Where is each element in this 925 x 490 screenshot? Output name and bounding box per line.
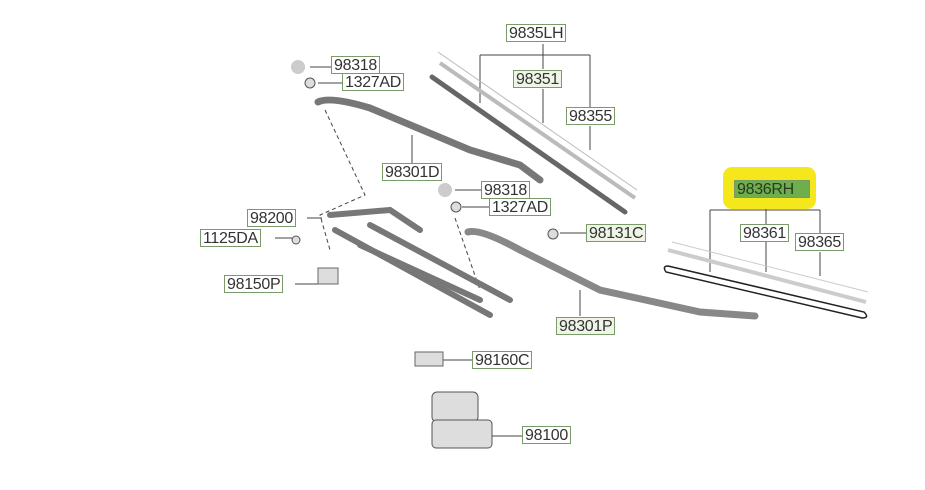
bracket-icon (317, 267, 339, 285)
part-label-98301d[interactable]: 98301D (382, 163, 443, 181)
linkage-assembly (327, 206, 513, 318)
part-label-98318-mid[interactable]: 98318 (481, 181, 530, 199)
part-label-98301p[interactable]: 98301P (556, 317, 616, 335)
nut-icon (450, 201, 462, 213)
leader-lines (275, 66, 586, 437)
leader-9835lh (479, 44, 591, 150)
part-label-98131c[interactable]: 98131C (586, 224, 647, 242)
part-label-1125da[interactable]: 1125DA (200, 229, 261, 247)
part-label-98351[interactable]: 98351 (513, 70, 562, 88)
part-label-98355[interactable]: 98355 (566, 107, 615, 125)
assembly-guide (319, 109, 481, 291)
part-label-98365[interactable]: 98365 (795, 233, 844, 251)
part-label-98100[interactable]: 98100 (522, 426, 571, 444)
bolt-icon (291, 235, 301, 245)
part-label-98318-top[interactable]: 98318 (331, 56, 380, 74)
part-label-1327ad-mid[interactable]: 1327AD (489, 198, 552, 216)
part-label-9836rh[interactable]: 9836RH (734, 180, 810, 198)
cap-icon (438, 183, 452, 197)
rh-wiper-arm (464, 227, 759, 320)
rh-wiper-blade (663, 241, 869, 319)
part-label-9835lh[interactable]: 9835LH (506, 24, 567, 42)
bushing-icon (414, 351, 444, 367)
lh-wiper-arm (314, 96, 544, 184)
part-label-98150p[interactable]: 98150P (224, 275, 284, 293)
bolt-icon (547, 228, 559, 240)
part-label-98361[interactable]: 98361 (740, 224, 789, 242)
part-label-98200[interactable]: 98200 (247, 209, 296, 227)
cap-icon (291, 60, 305, 74)
part-label-98160c[interactable]: 98160C (472, 351, 533, 369)
part-label-1327ad-top[interactable]: 1327AD (342, 73, 405, 91)
nut-icon (304, 77, 316, 89)
lh-wiper-blade (429, 51, 638, 215)
wiper-motor (431, 391, 493, 449)
